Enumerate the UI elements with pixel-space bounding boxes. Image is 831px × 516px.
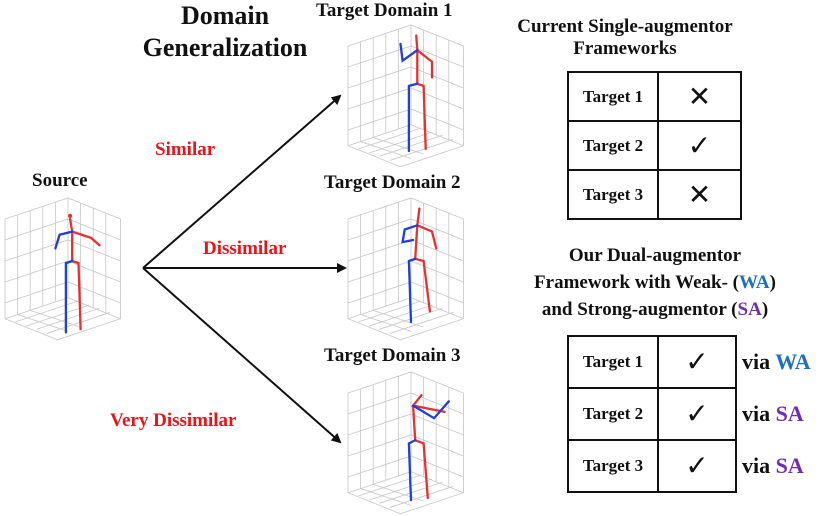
check-icon: ✓ — [657, 335, 737, 389]
dual-augmentor-title: Our Dual-augmentor Framework with Weak- … — [490, 242, 820, 323]
dual-title-line-2-prefix: Framework with Weak- ( — [534, 272, 739, 293]
dual-title-line-2-suffix: ) — [769, 272, 776, 293]
wa-abbrev: WA — [738, 272, 770, 293]
row-label: Target 1 — [567, 335, 659, 389]
via-word: via — [742, 349, 771, 374]
arrow-similar — [142, 94, 342, 269]
sa-abbrev: SA — [737, 299, 762, 320]
check-icon: ✓ — [657, 120, 742, 171]
dual-augmentor-table: Target 1 ✓ Target 2 ✓ Target 3 ✓ — [567, 335, 737, 493]
table-row: Target 2 ✓ — [567, 387, 737, 441]
via-word: via — [742, 401, 771, 426]
via-method-wa: WA — [775, 349, 811, 374]
check-icon: ✓ — [657, 439, 737, 493]
table-row: Target 1 ✓ — [567, 335, 737, 389]
dual-title-line-3-suffix: ) — [761, 299, 769, 320]
via-method-sa: SA — [775, 453, 804, 478]
arrow-label-very-dissimilar: Very Dissimilar — [110, 410, 237, 431]
row-label: Target 3 — [567, 439, 659, 493]
via-method-sa: SA — [775, 401, 804, 426]
target-2-skeleton-plot — [347, 197, 464, 341]
cross-icon: ✕ — [657, 169, 742, 220]
arrow-label-dissimilar: Dissimilar — [203, 238, 287, 259]
single-augmentor-table: Target 1 ✕ Target 2 ✓ Target 3 ✕ — [567, 71, 742, 220]
target-domain-2-label: Target Domain 2 — [324, 172, 461, 193]
dual-title-line-3: and Strong-augmentor (SA) — [490, 296, 820, 323]
via-label-target-2: via SA — [742, 401, 804, 427]
dual-title-line-1: Our Dual-augmentor — [568, 245, 742, 266]
target-3-skeleton-plot — [347, 371, 464, 515]
source-skeleton-plot — [4, 197, 121, 341]
target-domain-3-label: Target Domain 3 — [324, 345, 461, 366]
row-label: Target 2 — [567, 120, 659, 171]
title-line-1: Domain — [180, 1, 270, 30]
table-row: Target 1 ✕ — [567, 71, 742, 122]
dual-title-line-3-prefix: and Strong-augmentor ( — [541, 299, 738, 320]
single-augmentor-title: Current Single-augmentor Frameworks — [500, 16, 750, 60]
table-row: Target 3 ✓ — [567, 439, 737, 493]
title-line-2: Generalization — [142, 33, 308, 62]
row-label: Target 2 — [567, 387, 659, 441]
via-label-target-1: via WA — [742, 349, 811, 375]
cross-icon: ✕ — [657, 71, 742, 122]
row-label: Target 1 — [567, 71, 659, 122]
row-label: Target 3 — [567, 169, 659, 220]
table-row: Target 2 ✓ — [567, 120, 742, 171]
target-domain-1-label: Target Domain 1 — [316, 0, 453, 21]
via-word: via — [742, 453, 771, 478]
arrow-very-dissimilar — [142, 267, 342, 444]
domain-generalization-title: Domain Generalization — [120, 0, 330, 64]
dual-title-line-2: Framework with Weak- (WA) — [490, 269, 820, 296]
arrow-label-similar: Similar — [155, 139, 216, 160]
source-label: Source — [32, 170, 88, 191]
table-row: Target 3 ✕ — [567, 169, 742, 220]
check-icon: ✓ — [657, 387, 737, 441]
via-label-target-3: via SA — [742, 453, 804, 479]
target-1-skeleton-plot — [347, 24, 464, 168]
single-title-line-1: Current Single-augmentor — [517, 16, 733, 37]
single-title-line-2: Frameworks — [573, 38, 677, 59]
